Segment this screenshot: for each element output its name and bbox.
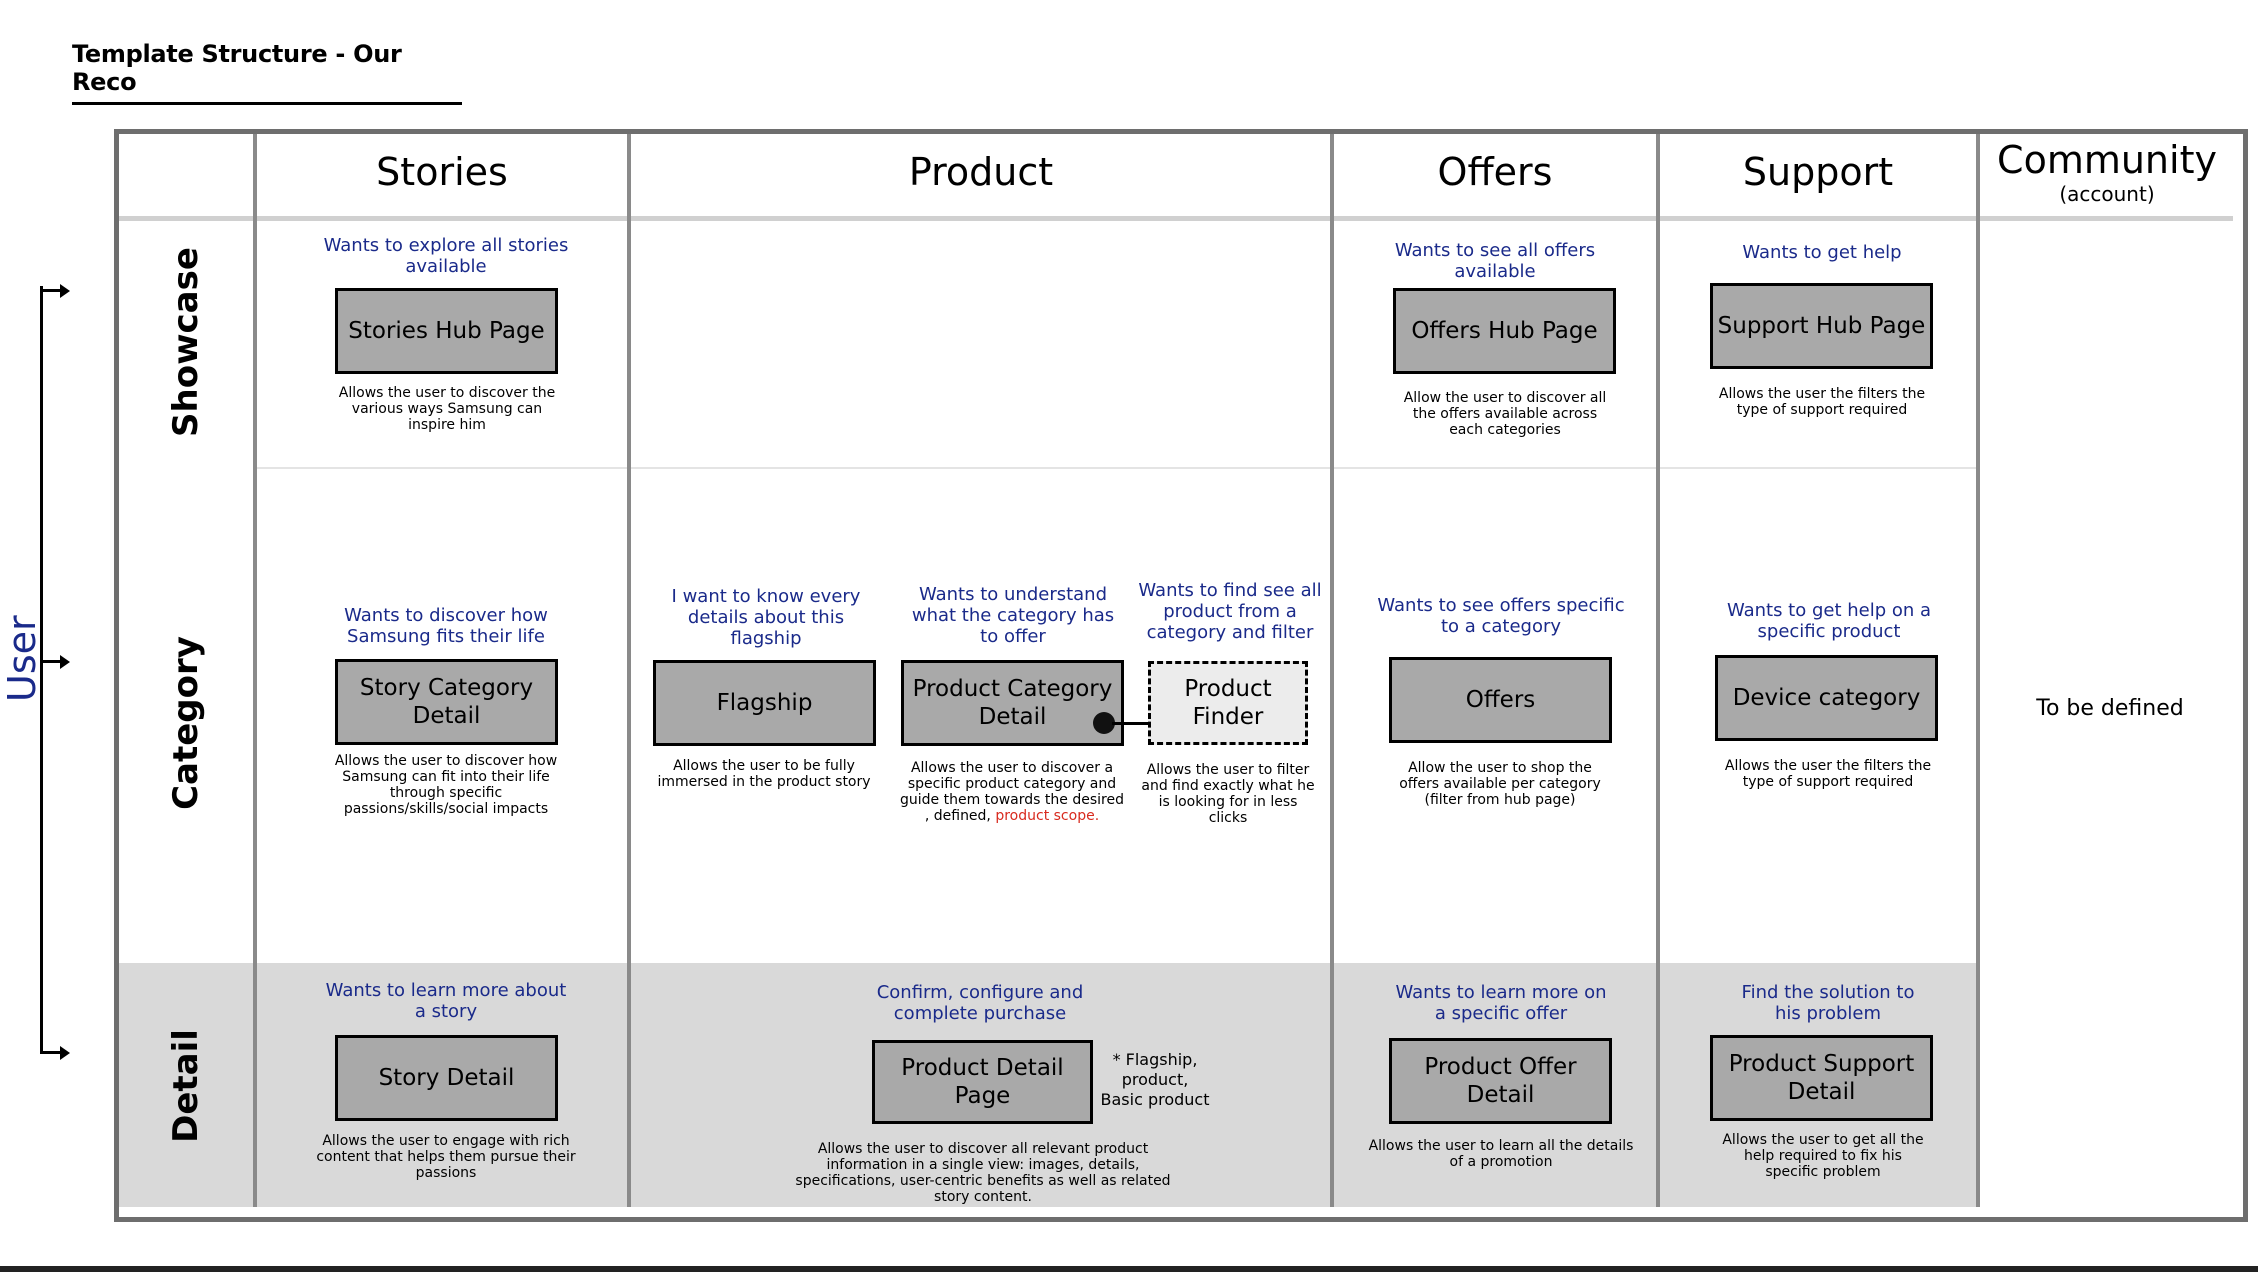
header-divider — [119, 216, 2233, 221]
column-header-product: Product — [908, 150, 1054, 194]
column-header-community-title: Community — [1997, 138, 2217, 182]
product-category-desc-text: Allows the user to discover a specific p… — [900, 760, 1124, 824]
support-detail-desc: Allows the user to get all the help requ… — [1722, 1132, 1924, 1180]
column-divider — [1656, 134, 1660, 1207]
arrow-right-icon — [60, 284, 70, 298]
bottom-rule — [0, 1266, 2258, 1272]
stories-hub-page-box: Stories Hub Page — [335, 288, 558, 374]
column-divider — [253, 134, 257, 1207]
support-category-desc: Allows the user the filters the type of … — [1724, 758, 1932, 790]
column-header-stories: Stories — [376, 150, 508, 194]
support-hub-page-box: Support Hub Page — [1710, 283, 1933, 369]
offers-hub-page-box: Offers Hub Page — [1393, 288, 1616, 374]
support-showcase-want: Wants to get help — [1742, 242, 1902, 263]
user-axis-tick-detail — [40, 1051, 62, 1054]
stories-category-want: Wants to discover how Samsung fits their… — [344, 605, 548, 647]
column-header-offers: Offers — [1437, 150, 1553, 194]
story-category-detail-box: Story Category Detail — [335, 659, 558, 745]
connector-line — [1112, 722, 1152, 725]
column-header-community: Community (account) — [1980, 138, 2234, 206]
row-label-category: Category — [166, 636, 206, 810]
product-category-want: Wants to understand what the category ha… — [911, 584, 1115, 647]
offers-showcase-want: Wants to see all offers available — [1394, 240, 1596, 282]
product-finder-desc: Allows the user to filter and find exact… — [1141, 762, 1315, 826]
row-label-detail: Detail — [166, 1029, 206, 1143]
offers-showcase-desc: Allow the user to discover all the offer… — [1403, 390, 1607, 438]
product-finder-want: Wants to find see all product from a cat… — [1138, 580, 1322, 643]
column-divider — [627, 134, 631, 1207]
user-axis-tick-category — [40, 660, 62, 663]
connector-dot-icon — [1093, 712, 1115, 734]
flagship-box: Flagship — [653, 660, 876, 746]
product-category-detail-box: Product Category Detail — [901, 660, 1124, 746]
stories-detail-desc: Allows the user to engage with rich cont… — [316, 1133, 576, 1181]
offers-category-box: Offers — [1389, 657, 1612, 743]
product-finder-box: Product Finder — [1148, 661, 1308, 745]
product-scope-highlight: product scope. — [995, 808, 1100, 824]
community-placeholder: To be defined — [2036, 696, 2184, 721]
row-label-showcase: Showcase — [166, 247, 206, 437]
product-detail-note: * Flagship, product, Basic product — [1100, 1050, 1210, 1109]
offers-category-want: Wants to see offers specific to a catego… — [1377, 595, 1625, 637]
showcase-category-divider — [256, 467, 1979, 469]
offers-category-desc: Allow the user to shop the offers availa… — [1399, 760, 1601, 808]
arrow-right-icon — [60, 1046, 70, 1060]
support-category-want: Wants to get help on a specific product — [1726, 600, 1932, 642]
column-header-support: Support — [1742, 150, 1894, 194]
story-detail-box: Story Detail — [335, 1035, 558, 1121]
device-category-box: Device category — [1715, 655, 1938, 741]
page-title: Template Structure - Our Reco — [72, 40, 462, 105]
product-offer-detail-box: Product Offer Detail — [1389, 1038, 1612, 1124]
user-axis-line — [40, 286, 43, 1054]
column-divider — [1330, 134, 1334, 1207]
support-detail-want: Find the solution to his problem — [1741, 982, 1915, 1024]
product-detail-page-box: Product Detail Page — [872, 1040, 1093, 1124]
stories-detail-want: Wants to learn more about a story — [325, 980, 567, 1022]
product-detail-desc: Allows the user to discover all relevant… — [795, 1141, 1171, 1205]
product-support-detail-box: Product Support Detail — [1710, 1035, 1933, 1121]
product-detail-want: Confirm, configure and complete purchase — [876, 982, 1084, 1024]
flagship-desc: Allows the user to be fully immersed in … — [657, 758, 871, 790]
stories-showcase-desc: Allows the user to discover the various … — [338, 385, 556, 433]
column-header-community-sub: (account) — [2059, 182, 2155, 206]
stories-category-desc: Allows the user to discover how Samsung … — [334, 753, 558, 817]
offers-detail-want: Wants to learn more on a specific offer — [1395, 982, 1607, 1024]
user-axis-tick-showcase — [40, 289, 62, 292]
flagship-want: I want to know every details about this … — [671, 586, 861, 649]
user-axis-label: User — [0, 615, 44, 702]
arrow-right-icon — [60, 655, 70, 669]
support-showcase-desc: Allows the user the filters the type of … — [1718, 386, 1926, 418]
stories-showcase-want: Wants to explore all stories available — [323, 235, 569, 277]
product-category-desc: Allows the user to discover a specific p… — [896, 760, 1128, 824]
column-divider — [1976, 134, 1980, 1207]
offers-detail-desc: Allows the user to learn all the details… — [1368, 1138, 1634, 1170]
